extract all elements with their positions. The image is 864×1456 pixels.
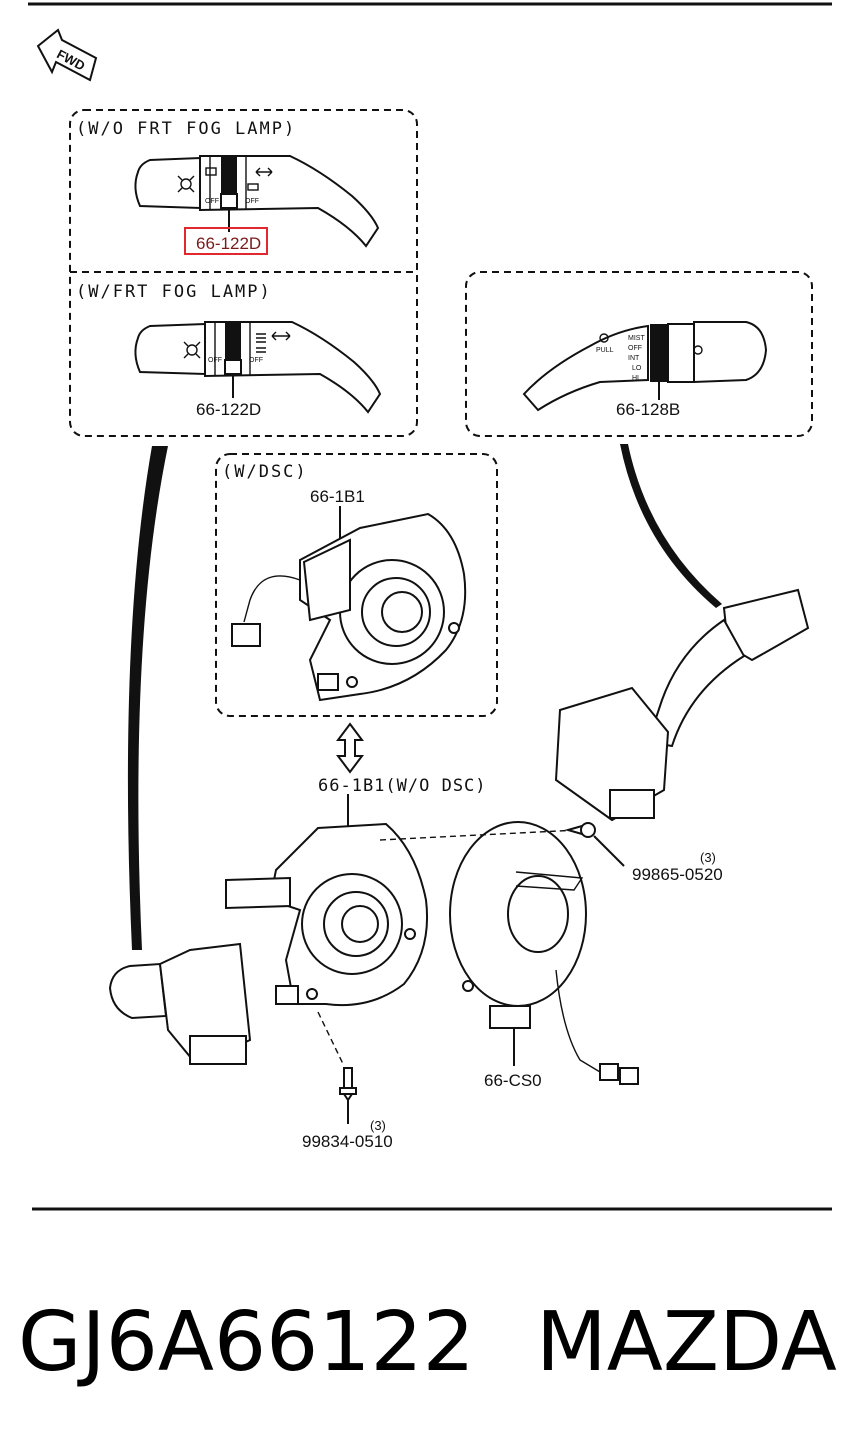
screw-lower-icon [339, 1067, 357, 1102]
wiper-switch-box: MIST OFF INT LO HI PULL 66-128B [465, 271, 813, 437]
screw-upper-number: 99865-0520 [632, 865, 723, 884]
part-label-66-1b1-dsc: 66-1B1 [310, 487, 365, 506]
light-switch-lever-w-fog: OFF OFF [134, 321, 382, 414]
light-switch-lever-wo-fog: OFF OFF [134, 155, 380, 248]
wiper-mode-off: OFF [628, 345, 642, 352]
washer-icon [599, 333, 703, 355]
turn-signal-icon [255, 167, 273, 177]
light-switch-variants-box: (W/O FRT FOG LAMP) OFF OFF [69, 109, 418, 437]
headlamp-icon [183, 341, 201, 359]
screw-upper-qty: (3) [700, 850, 716, 865]
part-label-66-128b: 66-128B [616, 400, 680, 419]
clock-spring-coil [449, 821, 639, 1085]
dsc-box: (W/DSC) 66-1B1 [215, 453, 498, 717]
beam-icon [205, 167, 259, 191]
combination-switch-left [108, 942, 252, 1066]
wiper-mode-int: INT [628, 355, 640, 362]
wiper-mode-lo: LO [632, 365, 642, 372]
combination-switch-right [554, 588, 810, 822]
leader-right [620, 444, 722, 608]
wiper-mode-mist: MIST [628, 335, 645, 342]
part-label-66-1b1-wo-dsc: 66-1B1(W/O DSC) [318, 776, 487, 796]
screw-upper-icon [564, 822, 596, 838]
fwd-arrow-icon: FWD [36, 28, 98, 82]
caption-w-dsc: (W/DSC) [222, 462, 308, 482]
off-label-2b: OFF [249, 357, 263, 364]
leader-left [127, 446, 168, 950]
headlamp-icon [177, 175, 195, 193]
off-label-1b: OFF [245, 198, 259, 205]
screw-lower-number: 99834-0510 [302, 1132, 393, 1151]
swap-arrow-icon [336, 722, 364, 774]
part-label-66-122d-w-fog: 66-122D [196, 400, 261, 419]
fog-lamp-icon [256, 333, 266, 353]
clock-spring-dsc [231, 512, 467, 702]
turn-signal-icon [271, 331, 291, 341]
screw-lower-qty: (3) [370, 1118, 386, 1133]
part-label-66-cs0: 66-CS0 [484, 1071, 542, 1090]
footer-brand: MAZDA [536, 1295, 837, 1390]
caption-wo-fog: (W/O FRT FOG LAMP) [76, 119, 296, 139]
wiper-mode-hi: HI [632, 375, 639, 382]
off-label-1a: OFF [205, 198, 219, 205]
footer-part-number: GJ6A66122 [18, 1295, 475, 1390]
wiper-switch-lever: MIST OFF INT LO HI PULL [522, 321, 768, 412]
part-label-66-122d-wo-fog: 66-122D [196, 234, 261, 253]
off-label-2a: OFF [208, 357, 222, 364]
highlight-box [184, 227, 268, 255]
wiper-pull-label: PULL [596, 347, 614, 354]
caption-w-fog: (W/FRT FOG LAMP) [76, 282, 272, 302]
clock-spring-assembly [225, 822, 429, 1007]
